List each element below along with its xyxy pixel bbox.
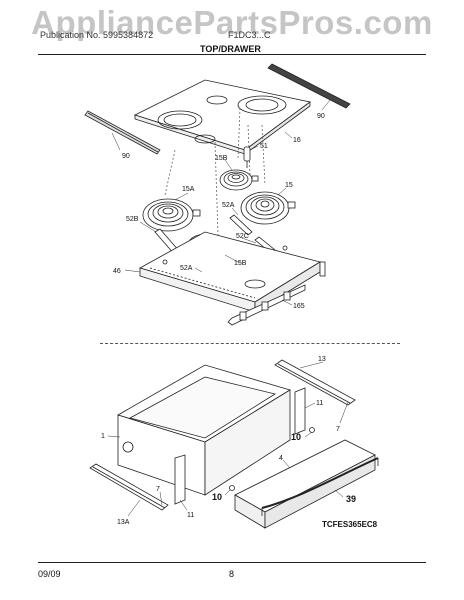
section-divider [100,343,400,344]
callout-52c: 52C [236,233,249,240]
radiant-element-large-right [240,191,296,225]
callout-13a: 13A [117,519,130,526]
callout-16: 16 [293,137,301,144]
callout-15: 15 [285,182,293,189]
drawer-body [117,364,291,496]
footer-page-number: 8 [229,569,235,579]
callout-90-left: 90 [122,153,130,160]
trim-strip-right [267,63,351,109]
callout-165: 165 [293,303,305,310]
radiant-element-small-top [219,169,259,191]
callout-15b-bottom: 15B [234,260,247,267]
front-mounting-bracket [227,284,306,326]
callout-13-top: 13 [318,356,326,363]
header-rule [38,54,426,55]
burner-box [138,231,326,313]
callout-11-right: 11 [316,400,323,407]
callout-4: 4 [279,455,283,462]
drawer-side-bracket-right [294,387,306,435]
callout-10-left: 10 [212,492,222,502]
callout-7-left: 7 [156,486,160,493]
glass-cooktop [133,79,311,155]
callout-1: 1 [101,433,105,440]
callout-39: 39 [346,494,356,504]
drawer-rail-left [89,463,169,511]
radiant-element-large-left [142,198,201,232]
drawer-screws [229,427,315,491]
callout-52a-top: 52A [222,202,235,209]
footer-date: 09/09 [38,569,61,579]
trim-strip-left [84,110,161,155]
section-title: TOP/DRAWER [200,44,261,54]
model-number: F1DC3...C [228,30,271,40]
footer-rule [38,562,426,563]
diagram-code: TCFES365EC8 [322,520,378,529]
callout-15a: 15A [182,186,195,193]
drawer-handle [261,457,379,516]
publication-number: Publication No. 5995384872 [40,30,154,40]
drawer-rail-right [274,359,356,406]
callout-7-right: 7 [336,426,340,433]
watermark-logo: AppliancePartsPros.com [31,4,433,41]
callout-11-left: 11 [187,512,194,519]
callout-52a-bottom: 52A [180,265,193,272]
limiter-switch [243,146,251,168]
callout-15b-top: 15B [215,155,228,162]
callout-51: 51 [260,143,268,150]
callout-46: 46 [113,268,121,275]
callout-10-right: 10 [291,432,301,442]
callout-52b: 52B [126,216,139,223]
drawer-side-bracket-left [174,454,186,505]
callout-90-right: 90 [317,113,325,120]
